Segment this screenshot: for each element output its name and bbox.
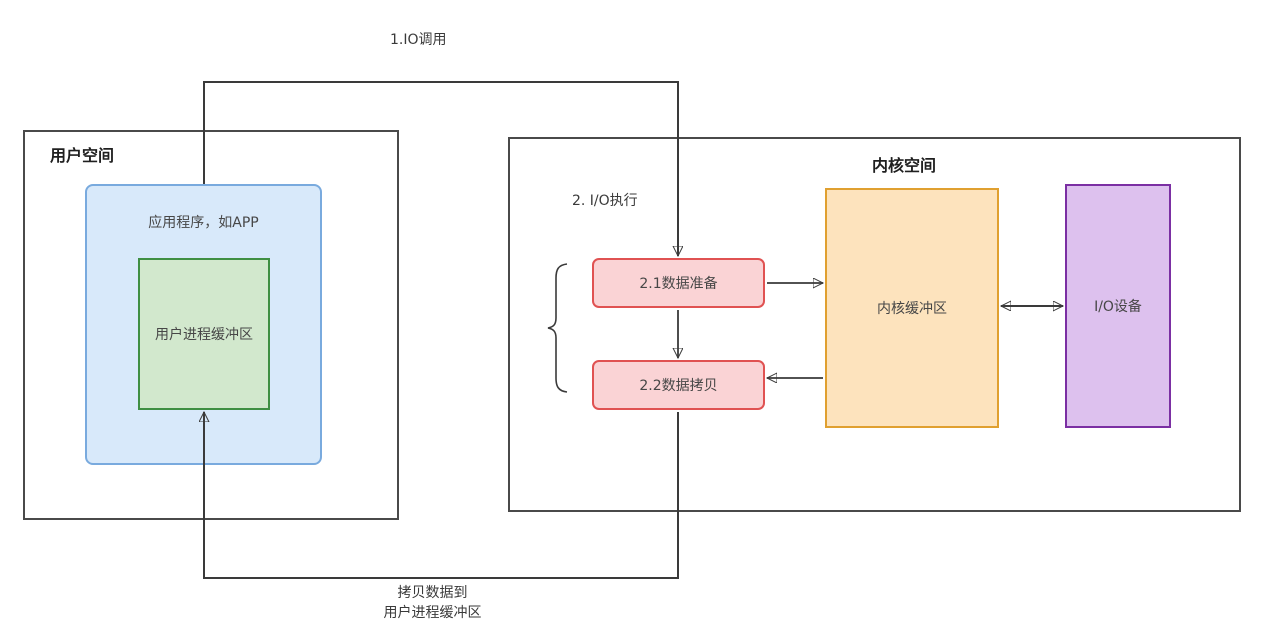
kernel-buffer-label: 内核缓冲区 [877,301,947,317]
step-data-prepare-label: 2.1数据准备 [639,276,718,292]
step-data-copy-box: 2.2数据拷贝 [592,360,765,410]
io-exec-label: 2. I/O执行 [572,193,638,209]
io-device-box: I/O设备 [1065,184,1171,428]
copy-back-label-line2: 用户进程缓冲区 [383,605,482,621]
copy-back-label: 拷贝数据到 用户进程缓冲区 [330,583,535,623]
user-space-title: 用户空间 [50,146,115,165]
kernel-space-title: 内核空间 [872,156,937,175]
io-call-label: 1.IO调用 [390,32,447,48]
user-process-buffer-label: 用户进程缓冲区 [155,327,253,343]
application-box-label: 应用程序，如APP [148,215,259,231]
kernel-buffer-box: 内核缓冲区 [825,188,999,428]
step-data-copy-label: 2.2数据拷贝 [639,378,718,394]
step-data-prepare-box: 2.1数据准备 [592,258,765,308]
io-device-label: I/O设备 [1094,299,1142,315]
copy-back-label-line1: 拷贝数据到 [397,585,468,601]
user-process-buffer-box: 用户进程缓冲区 [138,258,270,410]
